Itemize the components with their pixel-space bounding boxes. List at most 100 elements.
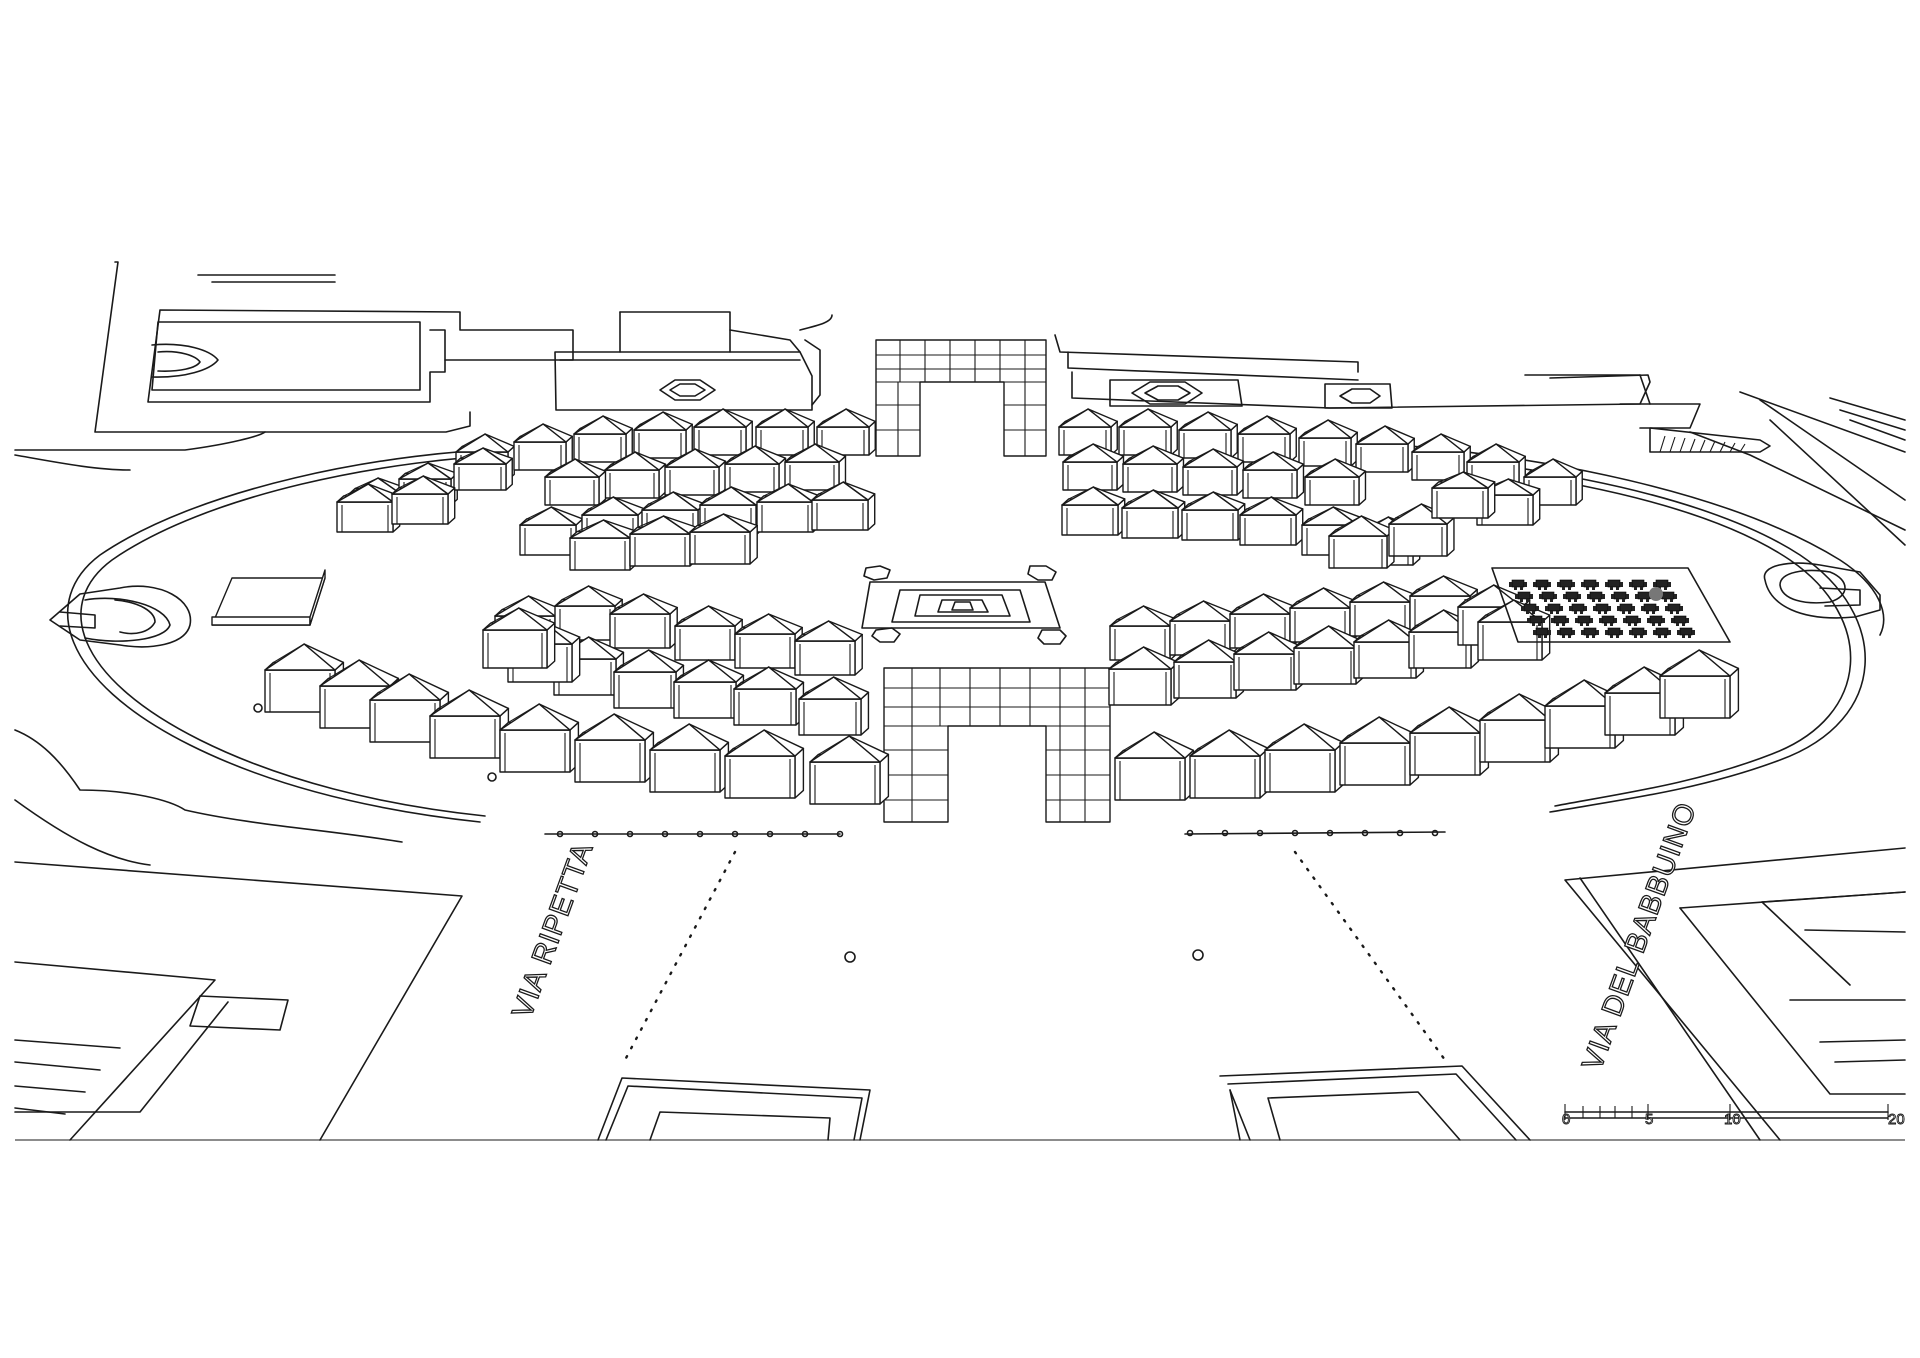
table-set [1533, 627, 1551, 638]
market-stall [1298, 419, 1358, 467]
market-stalls [264, 408, 1740, 805]
table-set [1527, 615, 1545, 626]
market-stall [499, 703, 580, 773]
market-stall [1355, 425, 1415, 473]
bollard [1256, 829, 1264, 837]
table-set [1521, 603, 1539, 614]
market-stall [1114, 731, 1195, 801]
market-stall [1328, 515, 1395, 569]
table-set [1551, 615, 1569, 626]
bollard [1396, 829, 1404, 837]
table-set [1515, 591, 1533, 602]
bollard [836, 830, 844, 838]
bollard [766, 830, 774, 838]
market-stall [724, 729, 805, 799]
market-stall [1479, 693, 1560, 763]
scale-tick-20: 20 [1888, 1111, 1905, 1128]
bollard [626, 830, 634, 838]
market-stall [1182, 448, 1245, 496]
left-exedra [49, 585, 192, 648]
market-stall [1122, 445, 1185, 493]
central-fountain [861, 565, 1067, 645]
table-set [1629, 627, 1647, 638]
roads-left [14, 431, 403, 866]
table-set [1563, 591, 1581, 602]
table-set [1581, 627, 1599, 638]
market-stall [629, 515, 698, 567]
market-stall [689, 513, 758, 565]
bollard [731, 830, 739, 838]
scale-tick-10: 10 [1724, 1111, 1741, 1128]
lamp-post [253, 703, 263, 713]
market-stall [1181, 491, 1246, 541]
seating-area [1491, 567, 1731, 643]
table-set [1629, 579, 1647, 590]
market-stall [573, 415, 633, 463]
table-set [1581, 579, 1599, 590]
lamp-post [487, 772, 497, 782]
market-stall [574, 713, 655, 783]
market-stall [649, 723, 730, 793]
bollard [1221, 829, 1229, 837]
market-stall [664, 448, 727, 496]
building-top-left [94, 261, 833, 433]
market-stall [369, 673, 450, 743]
market-stall [513, 423, 573, 471]
market-stall [794, 620, 863, 676]
scale-tick-5: 5 [1645, 1111, 1653, 1128]
market-stall [724, 445, 787, 493]
market-stall [693, 408, 753, 456]
market-stall [1431, 471, 1496, 519]
table-set [1509, 579, 1527, 590]
table-set [1623, 615, 1641, 626]
umbrella [1649, 587, 1663, 601]
market-stall [613, 649, 685, 709]
market-stall [809, 735, 890, 805]
lamp-post [844, 951, 856, 963]
bollard [1361, 829, 1369, 837]
small-pavilion-left [211, 569, 326, 626]
table-set [1587, 591, 1605, 602]
bollard [661, 830, 669, 838]
bollard [1291, 829, 1299, 837]
bollard [1326, 829, 1334, 837]
market-stall [1409, 706, 1490, 776]
bollards [556, 829, 1439, 838]
bollard [801, 830, 809, 838]
market-stall [755, 408, 815, 456]
market-stall [633, 411, 693, 459]
table-set [1641, 603, 1659, 614]
building-top-right [1054, 334, 1771, 453]
building-bottom-left [14, 861, 463, 1141]
market-stall [811, 481, 876, 531]
building-bottom-right [1564, 847, 1906, 1141]
table-set [1557, 579, 1575, 590]
market-stall [1411, 433, 1471, 481]
bollard [591, 830, 599, 838]
table-set [1545, 603, 1563, 614]
bollard-line-right [1184, 831, 1446, 835]
market-stall [733, 666, 805, 726]
building-bottom-center-right [1219, 1065, 1531, 1141]
market-stall [391, 475, 456, 525]
market-stall [734, 613, 803, 669]
market-stall [1178, 411, 1238, 459]
market-stall [1189, 729, 1270, 799]
table-set [1569, 603, 1587, 614]
table-set [1665, 603, 1683, 614]
building-bottom-center-left [597, 1077, 871, 1141]
roads-right [1689, 391, 1906, 546]
table-set [1575, 615, 1593, 626]
market-stall [1339, 716, 1420, 786]
table-set [1617, 603, 1635, 614]
scale-bar: 0 5 10 20 [1562, 1104, 1905, 1128]
market-stall [482, 607, 556, 669]
market-stall [1242, 451, 1305, 499]
street-label-via-ripetta: VIA RIPETTA [507, 838, 600, 1022]
table-set [1533, 579, 1551, 590]
table-set [1557, 627, 1575, 638]
table-set [1671, 615, 1689, 626]
table-set [1677, 627, 1695, 638]
market-stall [673, 659, 745, 719]
